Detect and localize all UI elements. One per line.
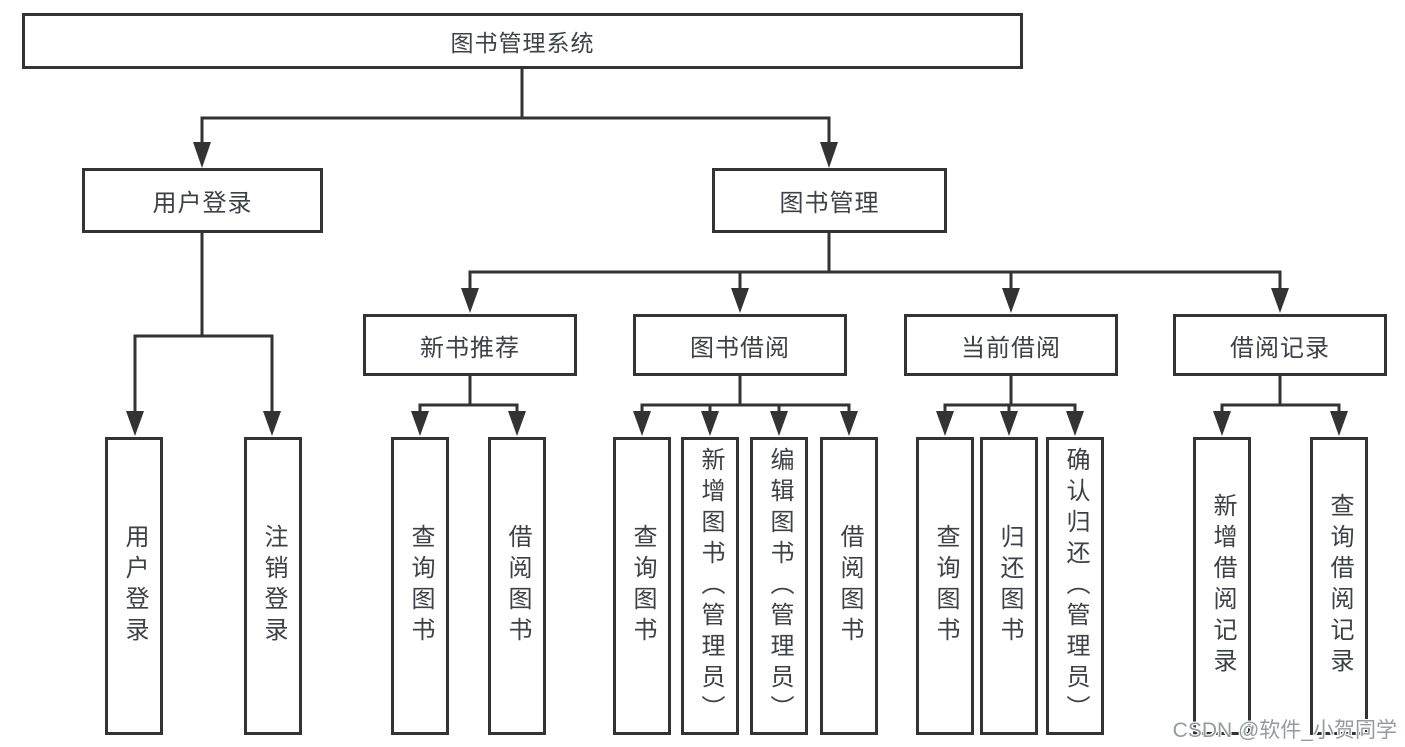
node-label: 归还图书: [996, 524, 1023, 648]
node-label: 查询借阅记录: [1326, 493, 1353, 679]
leaf-user-login: 用户登录: [105, 437, 163, 735]
node-label: 确认归还（管理员）: [1062, 446, 1089, 726]
connector-line: [468, 233, 1282, 290]
arrow-down-icon: [770, 411, 788, 436]
connector-group-borrowing-records: [1213, 376, 1348, 436]
node-label: 新增借阅记录: [1209, 493, 1236, 679]
leaf-borrow-books-1: 借阅图书: [488, 437, 546, 735]
arrow-down-icon: [411, 411, 429, 436]
node-label: 图书管理系统: [450, 30, 595, 56]
arrow-down-icon: [126, 411, 144, 436]
connector-group-user-login: [126, 233, 281, 436]
leaf-borrow-books-2: 借阅图书: [820, 437, 878, 735]
arrow-down-icon: [1066, 411, 1084, 436]
leaf-return-books: 归还图书: [980, 437, 1038, 735]
node-user-login: 用户登录: [82, 168, 323, 233]
node-label: 新增图书（管理员）: [697, 446, 724, 726]
node-label: 当前借阅: [961, 334, 1061, 362]
node-label: 查询图书: [629, 524, 656, 648]
arrow-down-icon: [1000, 411, 1018, 436]
node-label: 查询图书: [932, 524, 959, 648]
node-label: 编辑图书（管理员）: [766, 446, 793, 726]
leaf-confirm-return-admin: 确认归还（管理员）: [1046, 437, 1104, 735]
connector-line: [133, 233, 274, 413]
arrow-down-icon: [701, 411, 719, 436]
arrow-down-icon: [193, 142, 211, 168]
node-label: 借阅图书: [836, 524, 863, 648]
connector-group-root: [193, 68, 838, 168]
connector-line: [943, 376, 1077, 414]
watermark: CSDN @软件_小贺同学: [1172, 719, 1397, 742]
node-library-management-system: 图书管理系统: [22, 13, 1023, 69]
arrow-down-icon: [1213, 411, 1231, 436]
arrow-down-icon: [820, 142, 838, 168]
leaf-logout: 注销登录: [244, 437, 302, 735]
leaf-query-borrow-record: 查询借阅记录: [1310, 437, 1368, 735]
arrow-down-icon: [263, 411, 281, 436]
leaf-query-books-1: 查询图书: [391, 437, 449, 735]
connector-line: [640, 376, 851, 414]
connector-group-current-borrowing: [936, 376, 1084, 436]
node-label: 查询图书: [407, 524, 434, 648]
node-book-borrowing: 图书借阅: [633, 314, 847, 376]
arrow-down-icon: [936, 411, 954, 436]
arrow-down-icon: [461, 288, 479, 313]
node-label: 借阅记录: [1230, 334, 1330, 362]
node-label: 借阅图书: [504, 524, 531, 648]
node-label: 新书推荐: [420, 334, 520, 362]
leaf-query-books-3: 查询图书: [916, 437, 974, 735]
connector-group-book-borrowing: [633, 376, 858, 436]
arrow-down-icon: [508, 411, 526, 436]
leaf-add-books-admin: 新增图书（管理员）: [681, 437, 739, 735]
node-label: 注销登录: [260, 524, 287, 648]
connector-group-book-management: [461, 233, 1289, 313]
node-label: 图书借阅: [690, 334, 790, 362]
node-label: 图书管理: [779, 190, 880, 217]
node-label: 用户登录: [152, 190, 253, 217]
arrow-down-icon: [633, 411, 651, 436]
node-label: 用户登录: [121, 524, 148, 648]
node-current-borrowing: 当前借阅: [904, 314, 1118, 376]
node-borrowing-records: 借阅记录: [1173, 314, 1387, 376]
arrow-down-icon: [731, 288, 749, 313]
arrow-down-icon: [1330, 411, 1348, 436]
arrow-down-icon: [1271, 288, 1289, 313]
arrow-down-icon: [1002, 288, 1020, 313]
connector-line: [418, 376, 519, 414]
leaf-add-borrow-record: 新增借阅记录: [1193, 437, 1251, 735]
arrow-down-icon: [840, 411, 858, 436]
leaf-edit-books-admin: 编辑图书（管理员）: [750, 437, 808, 735]
leaf-query-books-2: 查询图书: [613, 437, 671, 735]
connector-group-new-book-recommend: [411, 376, 526, 436]
connector-line: [200, 68, 831, 144]
node-new-book-recommend: 新书推荐: [363, 314, 577, 376]
node-book-management: 图书管理: [712, 168, 947, 233]
connector-line: [1220, 376, 1341, 414]
